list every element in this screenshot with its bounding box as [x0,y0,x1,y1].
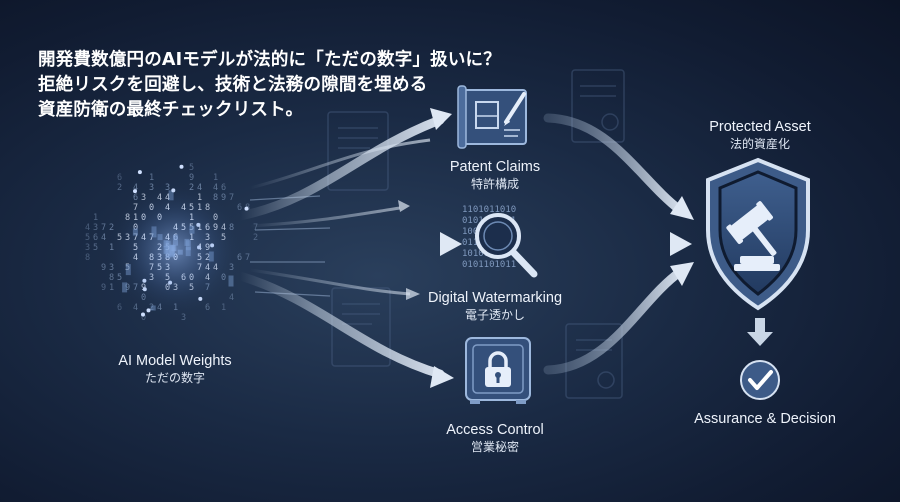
svg-text:3: 3 [85,243,90,253]
svg-text:1: 1 [213,173,218,183]
protected-asset-label-en: Protected Asset [709,119,811,135]
safe-lock-icon [465,337,531,404]
svg-text:4: 4 [85,223,90,233]
svg-text:0101101011: 0101101011 [462,260,516,270]
check-circle-icon [740,360,780,400]
method-label-access-control: Access Control 営業秘密 [420,421,570,455]
source-label-ja: ただの数字 [144,371,205,385]
svg-text:7: 7 [253,223,258,233]
method-label-en: Access Control [446,422,544,438]
protected-asset-label-ja: 法的資産化 [729,137,790,151]
method-label-en: Patent Claims [449,159,541,175]
outbound-arrows [543,113,694,375]
svg-text:3: 3 [93,223,98,233]
method-label-en: Digital Watermarking [427,290,563,306]
data-glow [105,180,245,320]
svg-text:6: 6 [237,203,242,213]
magnifier-icon: 1101011010010110100110010101100110110101… [462,205,538,278]
down-arrow [747,318,773,346]
svg-text:9: 9 [221,193,226,203]
svg-text:1: 1 [149,173,154,183]
svg-text:4: 4 [133,183,138,193]
shield-gavel-icon [706,157,810,311]
headline-line-3: 資産防衛の最終チェックリスト。 [38,100,304,120]
protected-asset-label: Protected Asset 法的資産化 [680,118,840,152]
svg-text:4: 4 [213,183,218,193]
method-label-patent: Patent Claims 特許構成 [420,158,570,192]
headline: 開発費数億円のAIモデルが法的に「ただの数字」扱いに？ 拒絶リスクを回避し、技術… [38,48,508,123]
svg-text:6: 6 [93,233,98,243]
svg-text:1: 1 [93,213,98,223]
source-label: AI Model Weights ただの数字 [90,352,260,386]
svg-text:7: 7 [245,253,250,263]
svg-text:5: 5 [189,163,194,173]
outcome-label-en: Assurance & Decision [694,411,836,427]
blueprint-icon [457,85,527,149]
svg-text:1101011010: 1101011010 [462,205,516,215]
svg-text:6: 6 [117,303,122,313]
svg-text:7: 7 [101,223,106,233]
svg-text:8: 8 [85,253,90,263]
source-label-en: AI Model Weights [118,353,232,369]
svg-text:9: 9 [189,173,194,183]
svg-text:9: 9 [101,283,106,293]
method-label-ja: 特許構成 [470,177,519,191]
svg-text:2: 2 [253,233,258,243]
headline-line-2: 拒絶リスクを回避し、技術と法務の隙間を埋める [38,75,428,95]
headline-line-1: 開発費数億円のAIモデルが法的に「ただの数字」扱いに？ [38,50,501,70]
svg-text:5: 5 [93,243,98,253]
svg-text:4: 4 [101,233,106,243]
svg-text:4: 4 [133,303,138,313]
method-label-ja: 営業秘密 [470,440,519,454]
svg-text:9: 9 [101,263,106,273]
svg-text:4: 4 [229,293,234,303]
svg-text:5: 5 [85,233,90,243]
svg-text:6: 6 [221,183,226,193]
inbound-arrows [235,108,462,388]
svg-text:6: 6 [117,173,122,183]
svg-text:0: 0 [141,313,146,323]
svg-text:1: 1 [221,303,226,313]
method-label-ja: 電子透かし [464,308,525,322]
svg-text:1: 1 [109,283,114,293]
svg-text:7: 7 [229,193,234,203]
outcome-label: Assurance & Decision [670,410,860,428]
method-label-watermarking: Digital Watermarking 電子透かし [405,289,585,323]
svg-text:2: 2 [117,183,122,193]
